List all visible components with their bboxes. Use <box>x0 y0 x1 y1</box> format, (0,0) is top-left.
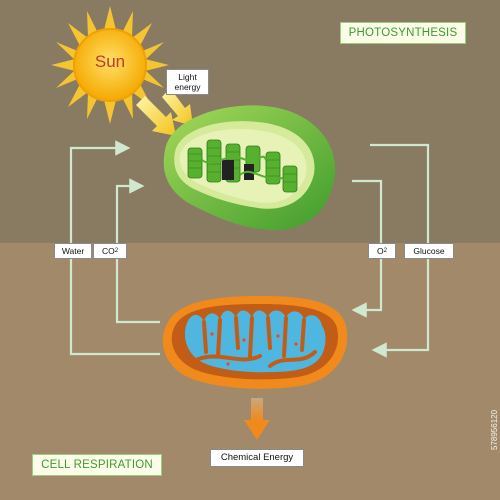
light-energy-label: Light energy <box>166 69 209 95</box>
chemical-energy-label: Chemical Energy <box>210 449 304 467</box>
light-energy-line2: energy <box>174 82 201 92</box>
glucose-label: Glucose <box>404 243 454 259</box>
sun-icon <box>51 6 169 124</box>
sun-label: Sun <box>94 52 126 71</box>
co2-text: CO <box>101 246 115 256</box>
o2-text: O <box>377 246 384 256</box>
chemical-energy-arrow <box>244 398 270 440</box>
mitochondrion <box>162 296 348 389</box>
water-label: Water <box>54 243 92 259</box>
light-energy-line1: Light <box>178 72 197 82</box>
stock-watermark: 578956120 <box>490 409 499 450</box>
chloroplast <box>163 105 336 231</box>
co2-subscript: 2 <box>114 248 119 254</box>
cell-respiration-title: CELL RESPIRATION <box>32 454 162 476</box>
photosynthesis-title: PHOTOSYNTHESIS <box>340 22 466 44</box>
light-arrows <box>136 88 193 136</box>
o2-subscript: 2 <box>383 248 387 254</box>
